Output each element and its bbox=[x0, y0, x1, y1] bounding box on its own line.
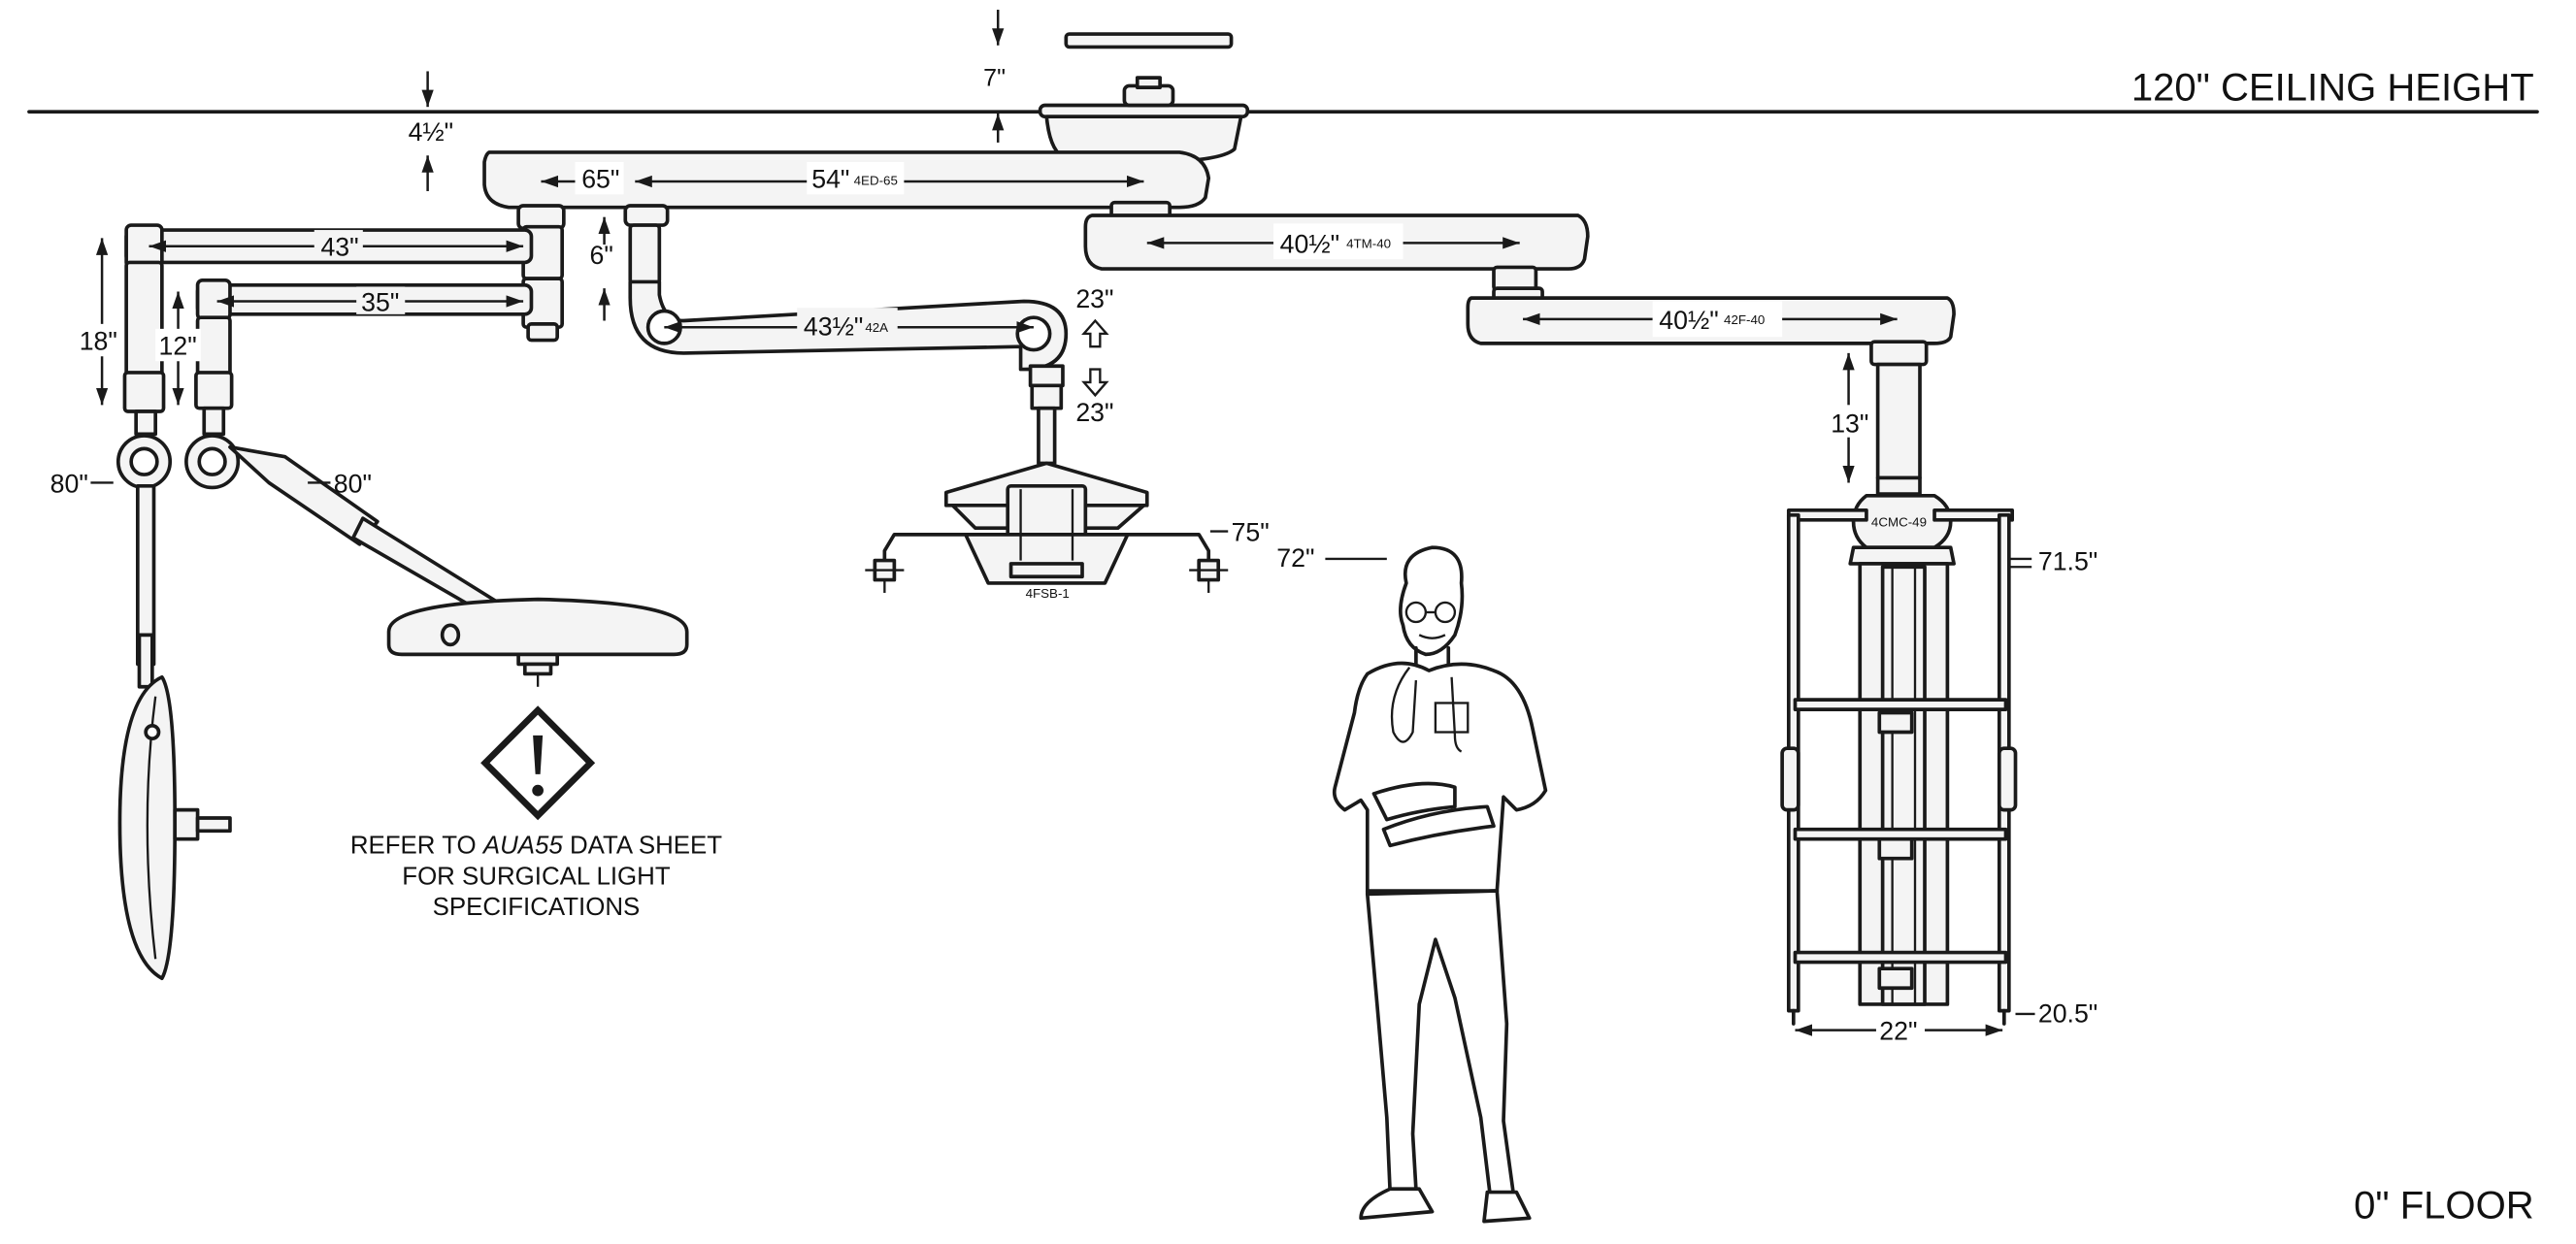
caution-diamond-icon bbox=[480, 705, 596, 821]
dim-light-height-b: 80" bbox=[334, 469, 372, 498]
down-arrow-icon bbox=[1081, 368, 1109, 398]
up-arrow-icon bbox=[1081, 318, 1109, 348]
dim-column-drop: 13" bbox=[1831, 409, 1868, 439]
arm-42f-40: 40½" 42F-40 bbox=[1466, 286, 1956, 345]
arm-4tm-40: 40½" 4TM-40 bbox=[1083, 200, 1590, 292]
arm-42a: 6" 43½" 42A 23" 23" 4FSB-1 75" bbox=[590, 216, 1270, 601]
dim-travel-down: 23" bbox=[1075, 398, 1113, 427]
ceiling-height-label: 120" CEILING HEIGHT bbox=[2131, 66, 2534, 109]
floor-label: 0" FLOOR bbox=[2354, 1184, 2534, 1227]
label-4cmc-49: 4CMC-49 bbox=[1871, 515, 1927, 530]
dim-drop-6: 6" bbox=[590, 241, 613, 270]
note-line-1: REFER TO AUA55 DATA SHEET bbox=[350, 833, 722, 860]
arm-4ed-65: 65" 54" 4ED-65 bbox=[482, 150, 1211, 231]
dim-shelf-height: 75" bbox=[1232, 518, 1270, 547]
dim-spring-arm-a: 18" bbox=[80, 327, 117, 356]
label-42f-40: 42F-40 bbox=[1724, 312, 1765, 327]
column-4cmc-49: 13" 4CMC-49 71.5" 20.5" bbox=[1780, 340, 2097, 1046]
dim-mount-drop: 7" bbox=[983, 64, 1006, 91]
dim-arm-42a-length: 43½" bbox=[804, 312, 863, 342]
dim-light-height-a: 80" bbox=[50, 469, 88, 498]
label-42a: 42A bbox=[865, 320, 888, 335]
dim-arm-42f-length: 40½" bbox=[1659, 306, 1718, 335]
label-4tm-40: 4TM-40 bbox=[1346, 236, 1391, 250]
note-line-2: FOR SURGICAL LIGHT bbox=[402, 863, 671, 890]
note-data-sheet-name: AUA55 bbox=[481, 833, 564, 860]
dim-arm-4tm-length: 40½" bbox=[1280, 229, 1339, 258]
ceiling-mount bbox=[1038, 32, 1250, 164]
dim-column-width: 22" bbox=[1879, 1017, 1917, 1046]
dim-spring-arm-b: 12" bbox=[159, 332, 197, 361]
dim-arm-4ed-offset: 65" bbox=[581, 165, 619, 194]
dim-column-top: 71.5" bbox=[2038, 547, 2097, 576]
label-4fsb-1: 4FSB-1 bbox=[1026, 586, 1070, 601]
dim-light-arm-b: 35" bbox=[361, 287, 399, 316]
dim-travel-up: 23" bbox=[1075, 284, 1113, 313]
light-arms-left: 43" 35" 18" 12" 80" bbox=[50, 223, 689, 981]
label-4ed-65: 4ED-65 bbox=[854, 173, 898, 187]
dim-light-arm-a: 43" bbox=[320, 233, 358, 262]
dim-column-bottom: 20.5" bbox=[2038, 998, 2097, 1028]
dim-ceiling-offset: 4½" bbox=[409, 117, 454, 147]
person-figure: 72" bbox=[1276, 543, 1548, 1224]
dim-person-height: 72" bbox=[1276, 543, 1314, 573]
note-line-3: SPECIFICATIONS bbox=[433, 894, 641, 921]
dim-arm-4ed-length: 54" bbox=[811, 165, 849, 194]
